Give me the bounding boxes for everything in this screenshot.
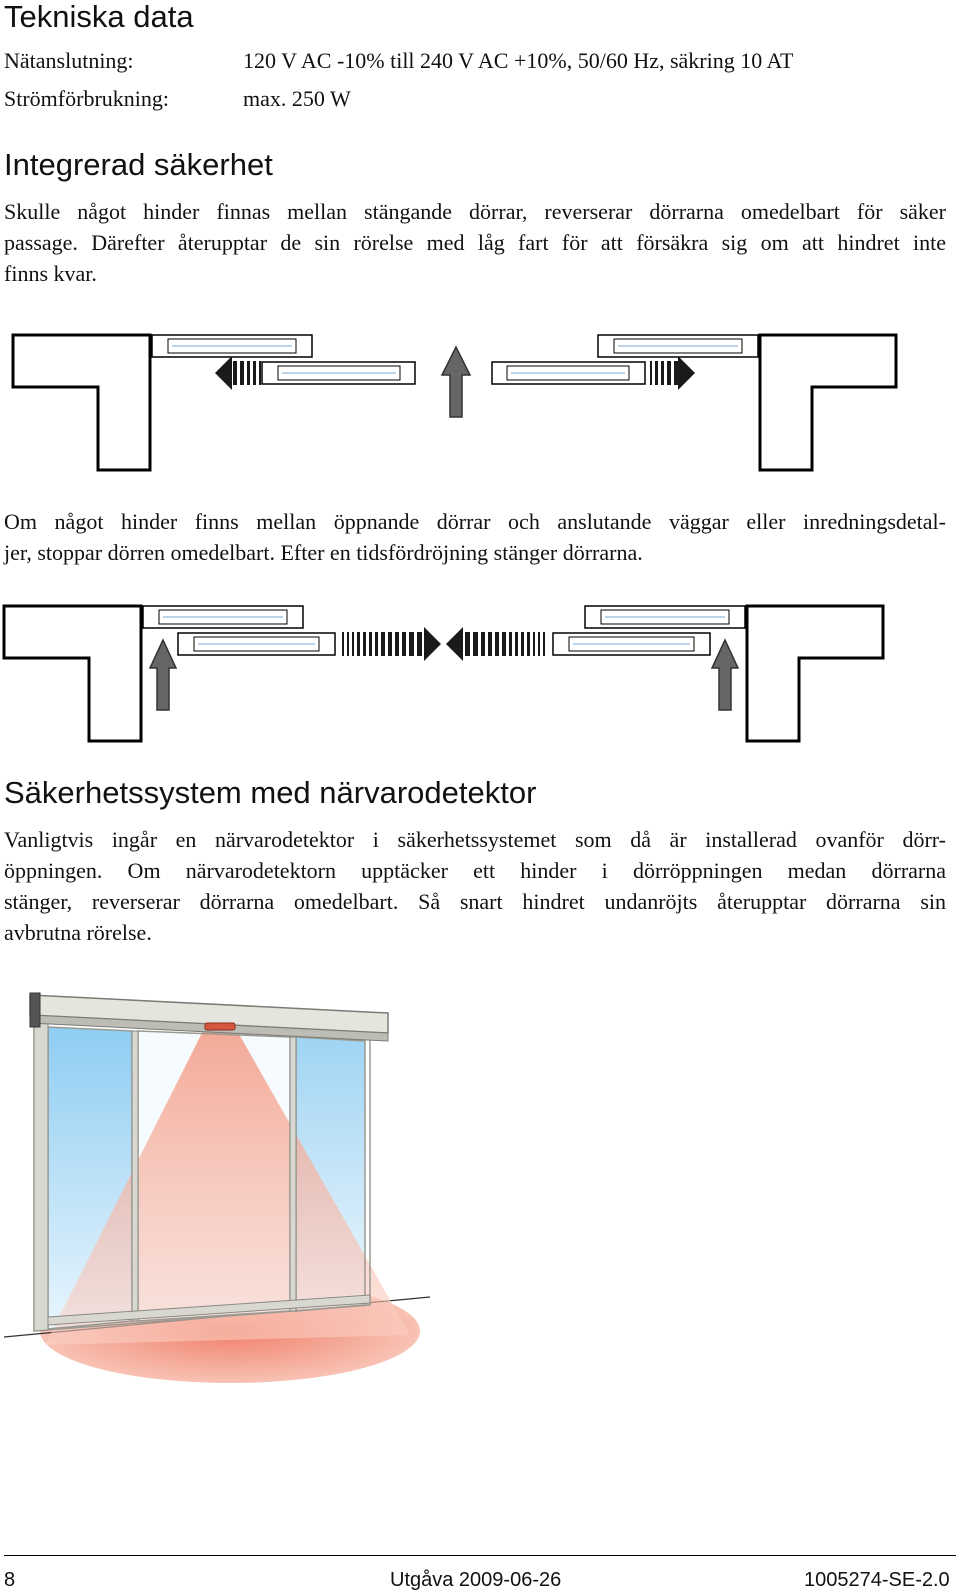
spec-label-natanslutning: Nätanslutning: bbox=[4, 48, 134, 73]
paragraph-line: Vanligtvis ingår en närvarodetektor i sä… bbox=[4, 827, 946, 852]
wall-left bbox=[11, 333, 152, 472]
arrow-left-icon bbox=[446, 627, 545, 661]
sliding-panel-left bbox=[261, 361, 416, 385]
wall-right bbox=[745, 604, 885, 743]
arrow-right-icon bbox=[342, 627, 441, 661]
sliding-panel-left bbox=[177, 632, 336, 656]
diagram-opening-stop bbox=[2, 604, 885, 743]
arrow-left-icon bbox=[215, 356, 261, 390]
sliding-panel-right bbox=[552, 632, 711, 656]
paragraph-line: Skulle något hinder finnas mellan stänga… bbox=[4, 199, 946, 224]
footer-rule bbox=[4, 1555, 956, 1556]
fixed-panel-left bbox=[142, 605, 304, 629]
paragraph-line: passage. Därefter återupptar de sin röre… bbox=[4, 230, 946, 255]
paragraph-closing-obstacle: Skulle något hinder finnas mellan stänga… bbox=[4, 196, 946, 289]
door-posts bbox=[33, 1020, 371, 1332]
sliding-panel-right bbox=[491, 361, 646, 385]
spec-label-stromforbrukning: Strömförbrukning: bbox=[4, 86, 169, 111]
footer-edition: Utgåva 2009-06-26 bbox=[390, 1569, 562, 1591]
paragraph-line: finns kvar. bbox=[4, 261, 97, 286]
door-detector-illustration bbox=[3, 992, 431, 1383]
diagram-closing-reverse bbox=[11, 333, 898, 472]
wall-left bbox=[2, 604, 143, 743]
obstacle-up-arrow-icon bbox=[440, 345, 472, 418]
paragraph-line: öppningen. Om närvarodetektorn upptäcker… bbox=[4, 858, 946, 883]
footer-page-number: 8 bbox=[4, 1569, 16, 1591]
paragraph-opening-obstacle: Om något hinder finns mellan öppnande dö… bbox=[4, 506, 946, 568]
fixed-panel-right bbox=[597, 334, 759, 358]
fixed-panel-left bbox=[151, 334, 313, 358]
spec-value-natanslutning: 120 V AC -10% till 240 V AC +10%, 50/60 … bbox=[243, 48, 794, 73]
paragraph-line: Om något hinder finns mellan öppnande dö… bbox=[4, 509, 946, 534]
paragraph-line: avbrutna rörelse. bbox=[4, 920, 152, 945]
heading-integrerad-sakerhet: Integrerad säkerhet bbox=[4, 147, 273, 182]
paragraph-line: jer, stoppar dörren omedelbart. Efter en… bbox=[4, 540, 643, 565]
arrow-right-icon bbox=[650, 356, 695, 390]
fixed-panel-right bbox=[584, 605, 746, 629]
paragraph-line: stänger, reverserar dörrarna omedelbart.… bbox=[4, 889, 946, 914]
obstacle-up-arrow-icon bbox=[710, 638, 740, 711]
spec-value-stromforbrukning: max. 250 W bbox=[243, 86, 351, 111]
footer-doc-number: 1005274-SE-2.0 bbox=[804, 1569, 950, 1591]
presence-detector-icon bbox=[204, 1022, 236, 1031]
wall-right bbox=[758, 333, 898, 472]
heading-narvarodetektor: Säkerhetssystem med närvarodetektor bbox=[4, 775, 537, 810]
paragraph-presence-detector: Vanligtvis ingår en närvarodetektor i sä… bbox=[4, 824, 946, 948]
heading-tekniska-data: Tekniska data bbox=[4, 0, 194, 34]
obstacle-up-arrow-icon bbox=[148, 638, 178, 711]
